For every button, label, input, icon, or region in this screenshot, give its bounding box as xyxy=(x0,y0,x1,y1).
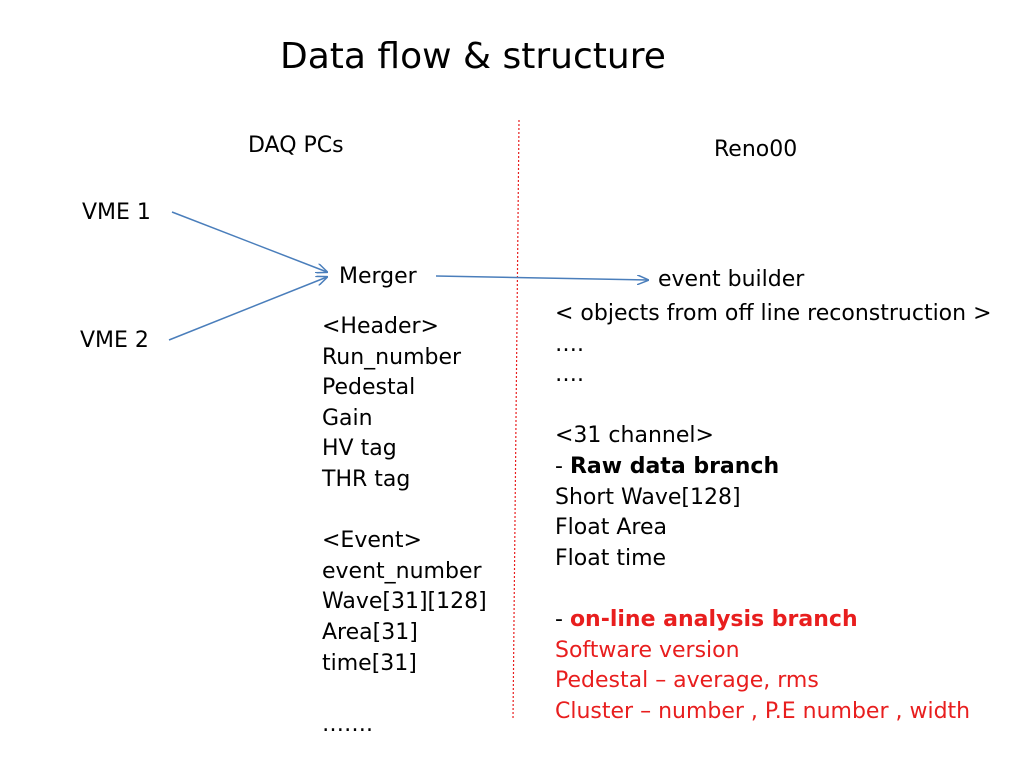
merger-node: Merger xyxy=(339,264,417,289)
header-field: Run_number xyxy=(322,344,462,370)
header-field: Gain xyxy=(322,405,373,431)
raw-branch-dash: - xyxy=(555,453,570,479)
spacer xyxy=(322,679,487,710)
event-field: Area[31] xyxy=(322,619,418,645)
objects-label: < objects from off line reconstruction > xyxy=(555,301,992,326)
event-field: time[31] xyxy=(322,650,417,676)
online-field: Cluster – number , P.E number , width xyxy=(555,698,971,724)
spacer xyxy=(555,391,992,422)
daq-pcs-heading: DAQ PCs xyxy=(248,133,344,158)
raw-branch-heading: - Raw data branch xyxy=(555,452,992,483)
raw-field: Float time xyxy=(555,545,667,571)
arrow-merger-to-event-builder xyxy=(435,276,648,280)
arrow-vme2-to-merger xyxy=(168,277,327,341)
merger-ellipsis: ……. xyxy=(322,711,373,737)
event-tag: <Event> xyxy=(322,528,422,554)
channel-tag: <31 channel> xyxy=(555,423,714,449)
spacer xyxy=(555,574,992,605)
online-field: Pedestal – average, rms xyxy=(555,668,819,694)
header-tag: <Header> xyxy=(322,314,439,339)
raw-field: Float Area xyxy=(555,515,667,541)
online-branch-dash: - xyxy=(555,606,570,632)
arrow-vme1-to-merger xyxy=(171,211,327,272)
event-field: Wave[31][128] xyxy=(322,589,487,615)
event-builder-node: event builder xyxy=(658,267,805,292)
header-field: HV tag xyxy=(322,436,397,462)
page-title: Data flow & structure xyxy=(280,36,666,77)
event-field: event_number xyxy=(322,558,482,584)
spacer xyxy=(322,496,487,527)
vme2-node: VME 2 xyxy=(80,328,149,353)
reno-ellipsis: …. xyxy=(555,331,584,357)
reno-ellipsis: …. xyxy=(555,362,584,388)
online-branch-heading: - on-line analysis branch xyxy=(555,605,992,636)
online-branch-label: on-line analysis branch xyxy=(569,606,858,632)
online-field: Software version xyxy=(555,637,740,663)
reno-structure-list: < objects from off line reconstruction >… xyxy=(555,299,992,727)
raw-field: Short Wave[128] xyxy=(555,484,741,510)
divider-line xyxy=(512,119,520,721)
header-field: Pedestal xyxy=(322,375,416,401)
header-field: THR tag xyxy=(322,466,411,492)
vme1-node: VME 1 xyxy=(82,200,151,225)
merger-structure-list: <Header> Run_number Pedestal Gain HV tag… xyxy=(322,312,487,740)
reno00-heading: Reno00 xyxy=(714,137,798,162)
raw-branch-label: Raw data branch xyxy=(569,453,780,479)
